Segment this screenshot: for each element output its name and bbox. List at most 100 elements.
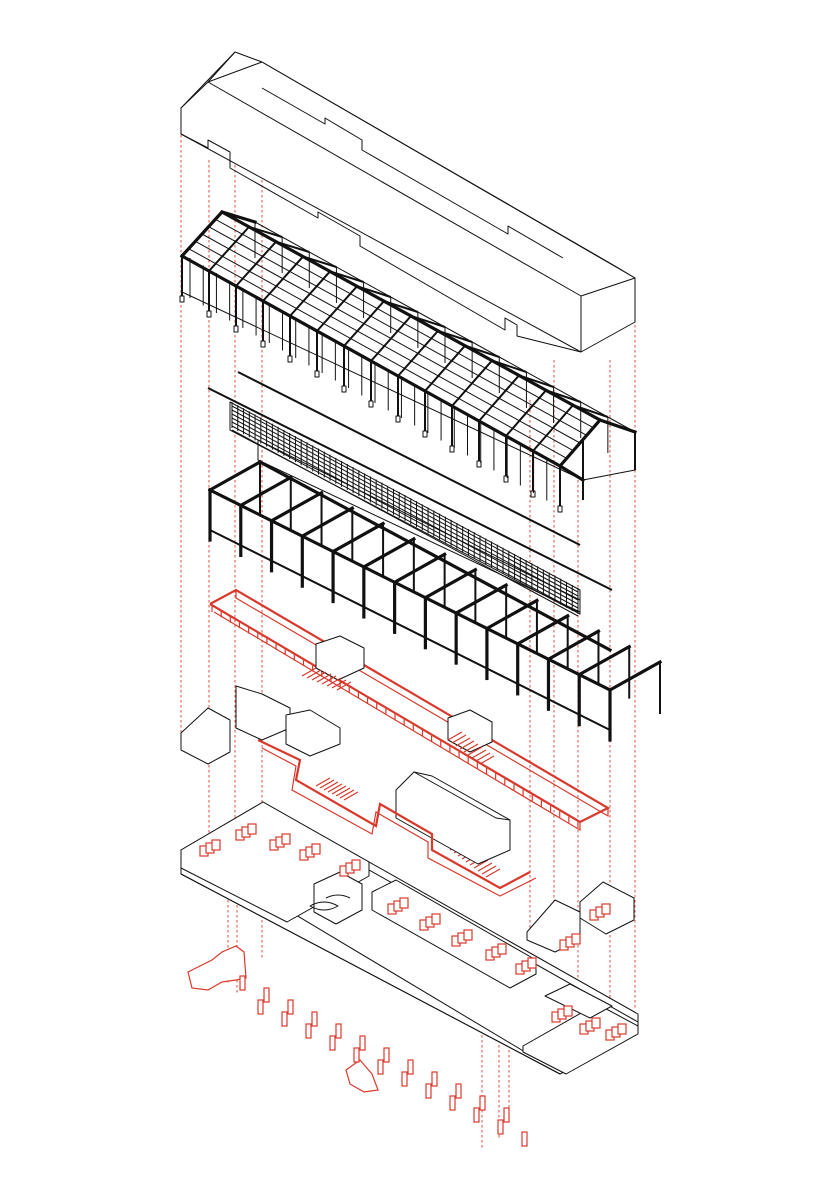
foundation-pier [377,1059,384,1075]
roof-portal [181,210,256,257]
room-fixture [211,839,221,851]
facade-panel [257,439,581,613]
steel-roof-frame-layer [179,209,638,513]
mezzanine-beam [577,644,632,677]
upper-walkway-layer [209,588,611,832]
column-base [557,505,563,513]
facade-transom [231,413,579,601]
foundation-pier [287,999,294,1015]
column-base [530,490,536,498]
foundation-pier [503,1107,510,1123]
stair-tread [475,752,491,762]
facade-transom [231,421,579,609]
foundation-pier [479,1095,486,1111]
stair-tread [306,669,322,679]
room-fixture [571,933,581,945]
foundation-pier [257,999,264,1015]
roof-envelope-layer [180,51,636,353]
stair-tread [473,859,489,869]
foundation-pier [239,975,246,991]
mezzanine-edge-beam [257,459,613,653]
column-base [233,325,239,333]
stair-tread [323,781,339,791]
mezzanine-beam [207,459,263,493]
foundation-pier [311,1011,318,1027]
room-fixture [247,823,257,835]
stair-tread [455,737,471,747]
room-fixture [601,903,611,915]
stair-tread [471,749,487,759]
room-fixture [563,1005,573,1017]
column-base [476,460,482,468]
stair-tread [326,677,342,687]
facade-transom [231,405,579,593]
roof-purlin [215,218,594,429]
roof-purlin [208,226,587,436]
mezzanine-edge-beam [207,487,613,693]
mezzanine-beam [392,552,447,585]
mezzanine-edge-beam [209,529,611,731]
mezzanine-beam [300,505,355,539]
foundation-pier [497,1119,504,1135]
foundation-pier [407,1059,414,1075]
stair-tread [336,681,352,691]
stair-tread [316,673,332,683]
stair-tread [327,783,343,793]
foundation-pier [353,1047,360,1063]
column-base [341,385,347,393]
stair-tread [321,675,337,685]
room-fixture [463,929,473,941]
column-base [179,295,185,303]
stair-tread [311,671,327,681]
foundation-pier [359,1035,366,1051]
column-base [314,370,320,378]
column-base [260,340,266,348]
column-base [449,445,455,453]
stair-tread [463,743,479,753]
mezzanine-beam [238,475,293,508]
foundation-piers-layer [187,945,528,1147]
mezzanine-frame-layer [207,459,663,742]
stair-tread [485,868,501,878]
foundation-pier [305,1023,312,1039]
stair-tread [319,779,335,789]
column-base [287,355,293,363]
foundation-pier [449,1095,456,1111]
mezzanine-beam [361,536,417,570]
facade-transom [231,425,579,613]
foundation-pier [401,1071,408,1087]
mezzanine-beam [484,598,540,631]
mezzanine-beam [269,490,324,523]
column-base [503,475,509,483]
foundation-pier [335,1023,342,1039]
stair-tread [479,755,495,765]
room-fixture [527,957,537,969]
room-fixture [497,943,507,955]
room-fixture [351,859,361,871]
facade-transom [231,417,579,605]
stair-tread [331,679,347,689]
mezzanine-beam [515,613,570,647]
facade-transom [231,429,579,617]
foundation-pier [281,1011,288,1027]
roof-purlin [195,240,574,452]
mezzanine-beam [607,659,663,693]
stair-tread [339,789,355,799]
foundation-pier [521,1131,528,1147]
stair-tread [447,731,463,741]
stair-tread [467,746,483,756]
roof-purlin [188,248,567,459]
foundation-pier [425,1083,432,1099]
mezzanine-beam [546,629,601,662]
roof-portal [208,225,283,272]
foundation-pier [329,1035,336,1051]
room-fixture [617,1023,627,1035]
foundation-pier [473,1107,480,1123]
stair-tread [459,740,475,750]
column-base [395,415,401,423]
foundation-pier [383,1047,390,1063]
room-fixture [431,913,441,925]
stair-tread [335,787,351,797]
foundation-pier [431,1071,438,1087]
